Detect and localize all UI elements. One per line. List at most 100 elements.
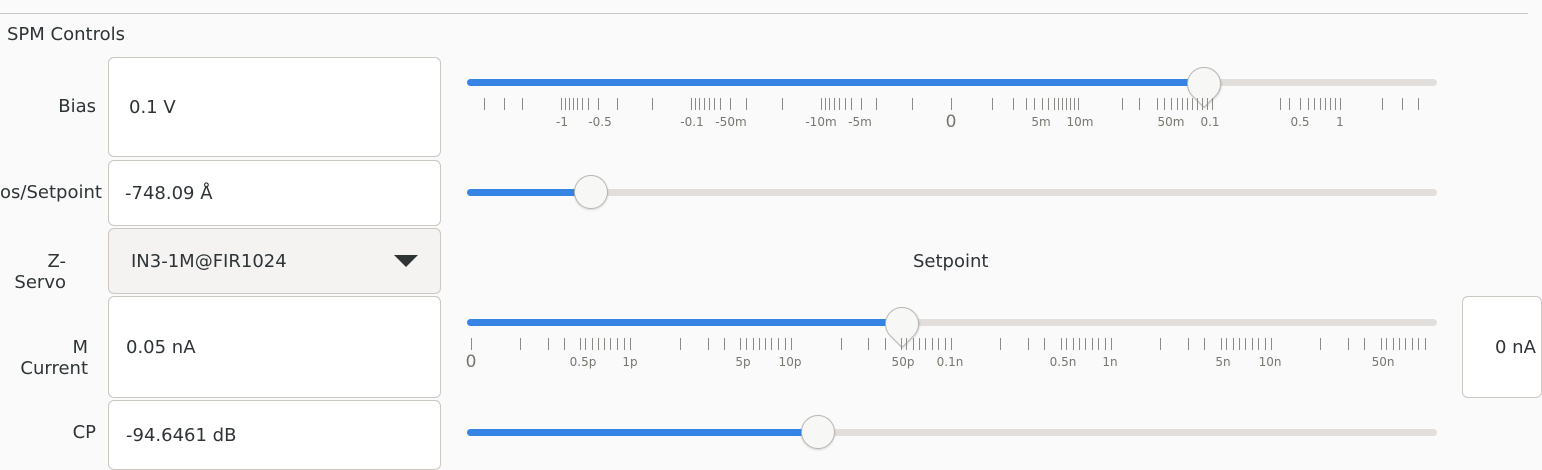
- scale-label: -0.5: [588, 115, 612, 129]
- current-label: M Current: [20, 337, 88, 379]
- scale-tick: [906, 338, 907, 350]
- scale-tick: [1386, 338, 1387, 350]
- scale-tick: [1048, 98, 1049, 110]
- scale-tick: [851, 98, 852, 110]
- scale-tick: [1028, 338, 1029, 350]
- scale-tick: [1245, 338, 1246, 350]
- scale-tick: [791, 338, 792, 350]
- scale-tick: [1289, 98, 1290, 110]
- zpos-slider-fill: [467, 189, 592, 196]
- zservo-selected-value: IN3-1M@FIR1024: [131, 250, 287, 272]
- zservo-combobox[interactable]: IN3-1M@FIR1024: [108, 228, 441, 294]
- scale-tick: [1026, 98, 1027, 110]
- scale-tick: [604, 338, 605, 350]
- bias-entry[interactable]: 0.1 V: [108, 57, 441, 157]
- scale-tick: [1105, 338, 1106, 350]
- scale-tick: [1265, 338, 1266, 350]
- scale-tick: [1226, 338, 1227, 350]
- scale-tick: [720, 98, 721, 110]
- scale-tick: [564, 338, 565, 350]
- scale-tick: [1348, 338, 1349, 350]
- scale-tick: [1187, 98, 1188, 110]
- scale-tick: [691, 98, 692, 110]
- zpos-slider-handle[interactable]: [574, 175, 609, 209]
- scale-tick: [730, 98, 731, 110]
- zpos-entry[interactable]: -748.09 Å: [108, 160, 441, 226]
- scale-label: 5n: [1215, 355, 1231, 369]
- current-entry[interactable]: 0.05 nA: [108, 296, 441, 398]
- scale-label: 10n: [1258, 355, 1282, 369]
- scale-tick: [522, 98, 523, 110]
- scale-tick: [1058, 98, 1059, 110]
- scale-label: 1: [1336, 115, 1344, 129]
- scale-label: 10m: [1066, 115, 1094, 129]
- header-separator: [0, 13, 1528, 14]
- scale-tick: [1418, 338, 1419, 350]
- scale-tick: [746, 338, 747, 350]
- scale-label: -10m: [805, 115, 837, 129]
- scale-tick: [740, 338, 741, 350]
- scale-tick: [1160, 338, 1161, 350]
- scale-tick: [1013, 98, 1014, 110]
- section-title: SPM Controls: [7, 24, 125, 45]
- cp-entry[interactable]: -94.6461 dB: [108, 400, 441, 470]
- scale-tick: [1098, 338, 1099, 350]
- scale-tick: [1425, 338, 1426, 350]
- scale-tick: [938, 338, 939, 350]
- scale-tick: [753, 338, 754, 350]
- scale-tick: [1079, 338, 1080, 350]
- scale-label: 5p: [735, 355, 751, 369]
- scale-tick: [876, 98, 877, 110]
- scale-tick: [1300, 98, 1301, 110]
- scale-label: 0.1n: [936, 355, 964, 369]
- scale-tick: [704, 98, 705, 110]
- current-readout: 0 nA: [1462, 296, 1542, 398]
- scale-tick: [1330, 98, 1331, 110]
- scale-tick: [1207, 98, 1208, 110]
- scale-tick: [1062, 98, 1063, 110]
- scale-tick: [624, 338, 625, 350]
- scale-tick: [1412, 338, 1413, 350]
- scale-tick: [1192, 98, 1193, 110]
- scale-label: -5m: [848, 115, 872, 129]
- zpos-slider[interactable]: [467, 173, 1437, 213]
- scale-label: -0.1: [680, 115, 704, 129]
- scale-tick: [1070, 98, 1071, 110]
- scale-tick: [680, 338, 681, 350]
- scale-tick: [919, 338, 920, 350]
- cp-slider-fill: [467, 429, 819, 436]
- scale-label: -50m: [715, 115, 747, 129]
- scale-tick: [1139, 98, 1140, 110]
- scale-tick: [1221, 338, 1222, 350]
- scale-tick: [695, 98, 696, 110]
- scale-tick: [1381, 338, 1382, 350]
- scale-tick: [1320, 98, 1321, 110]
- scale-tick: [610, 338, 611, 350]
- scale-label: 0.5: [1290, 115, 1310, 129]
- scale-tick: [709, 98, 710, 110]
- scale-tick: [561, 98, 562, 110]
- scale-tick: [992, 98, 993, 110]
- scale-tick: [1399, 338, 1400, 350]
- scale-tick: [1188, 338, 1189, 350]
- cp-slider[interactable]: [467, 413, 1437, 453]
- scale-tick: [1271, 338, 1272, 350]
- scale-label: 0.1: [1200, 115, 1220, 129]
- scale-tick: [778, 338, 779, 350]
- scale-label: 0: [945, 112, 957, 132]
- scale-tick: [1054, 98, 1055, 110]
- scale-tick: [1044, 338, 1045, 350]
- scale-tick: [1405, 338, 1406, 350]
- cp-label: CP: [72, 422, 96, 443]
- scale-tick: [746, 98, 747, 110]
- scale-tick: [1111, 338, 1112, 350]
- scale-tick: [1182, 98, 1183, 110]
- scale-tick: [1034, 98, 1035, 110]
- zservo-label: Z-Servo: [14, 251, 66, 293]
- scale-tick: [1197, 98, 1198, 110]
- bias-label: Bias: [58, 96, 96, 117]
- cp-slider-handle[interactable]: [801, 415, 836, 449]
- scale-label: 50p: [891, 355, 915, 369]
